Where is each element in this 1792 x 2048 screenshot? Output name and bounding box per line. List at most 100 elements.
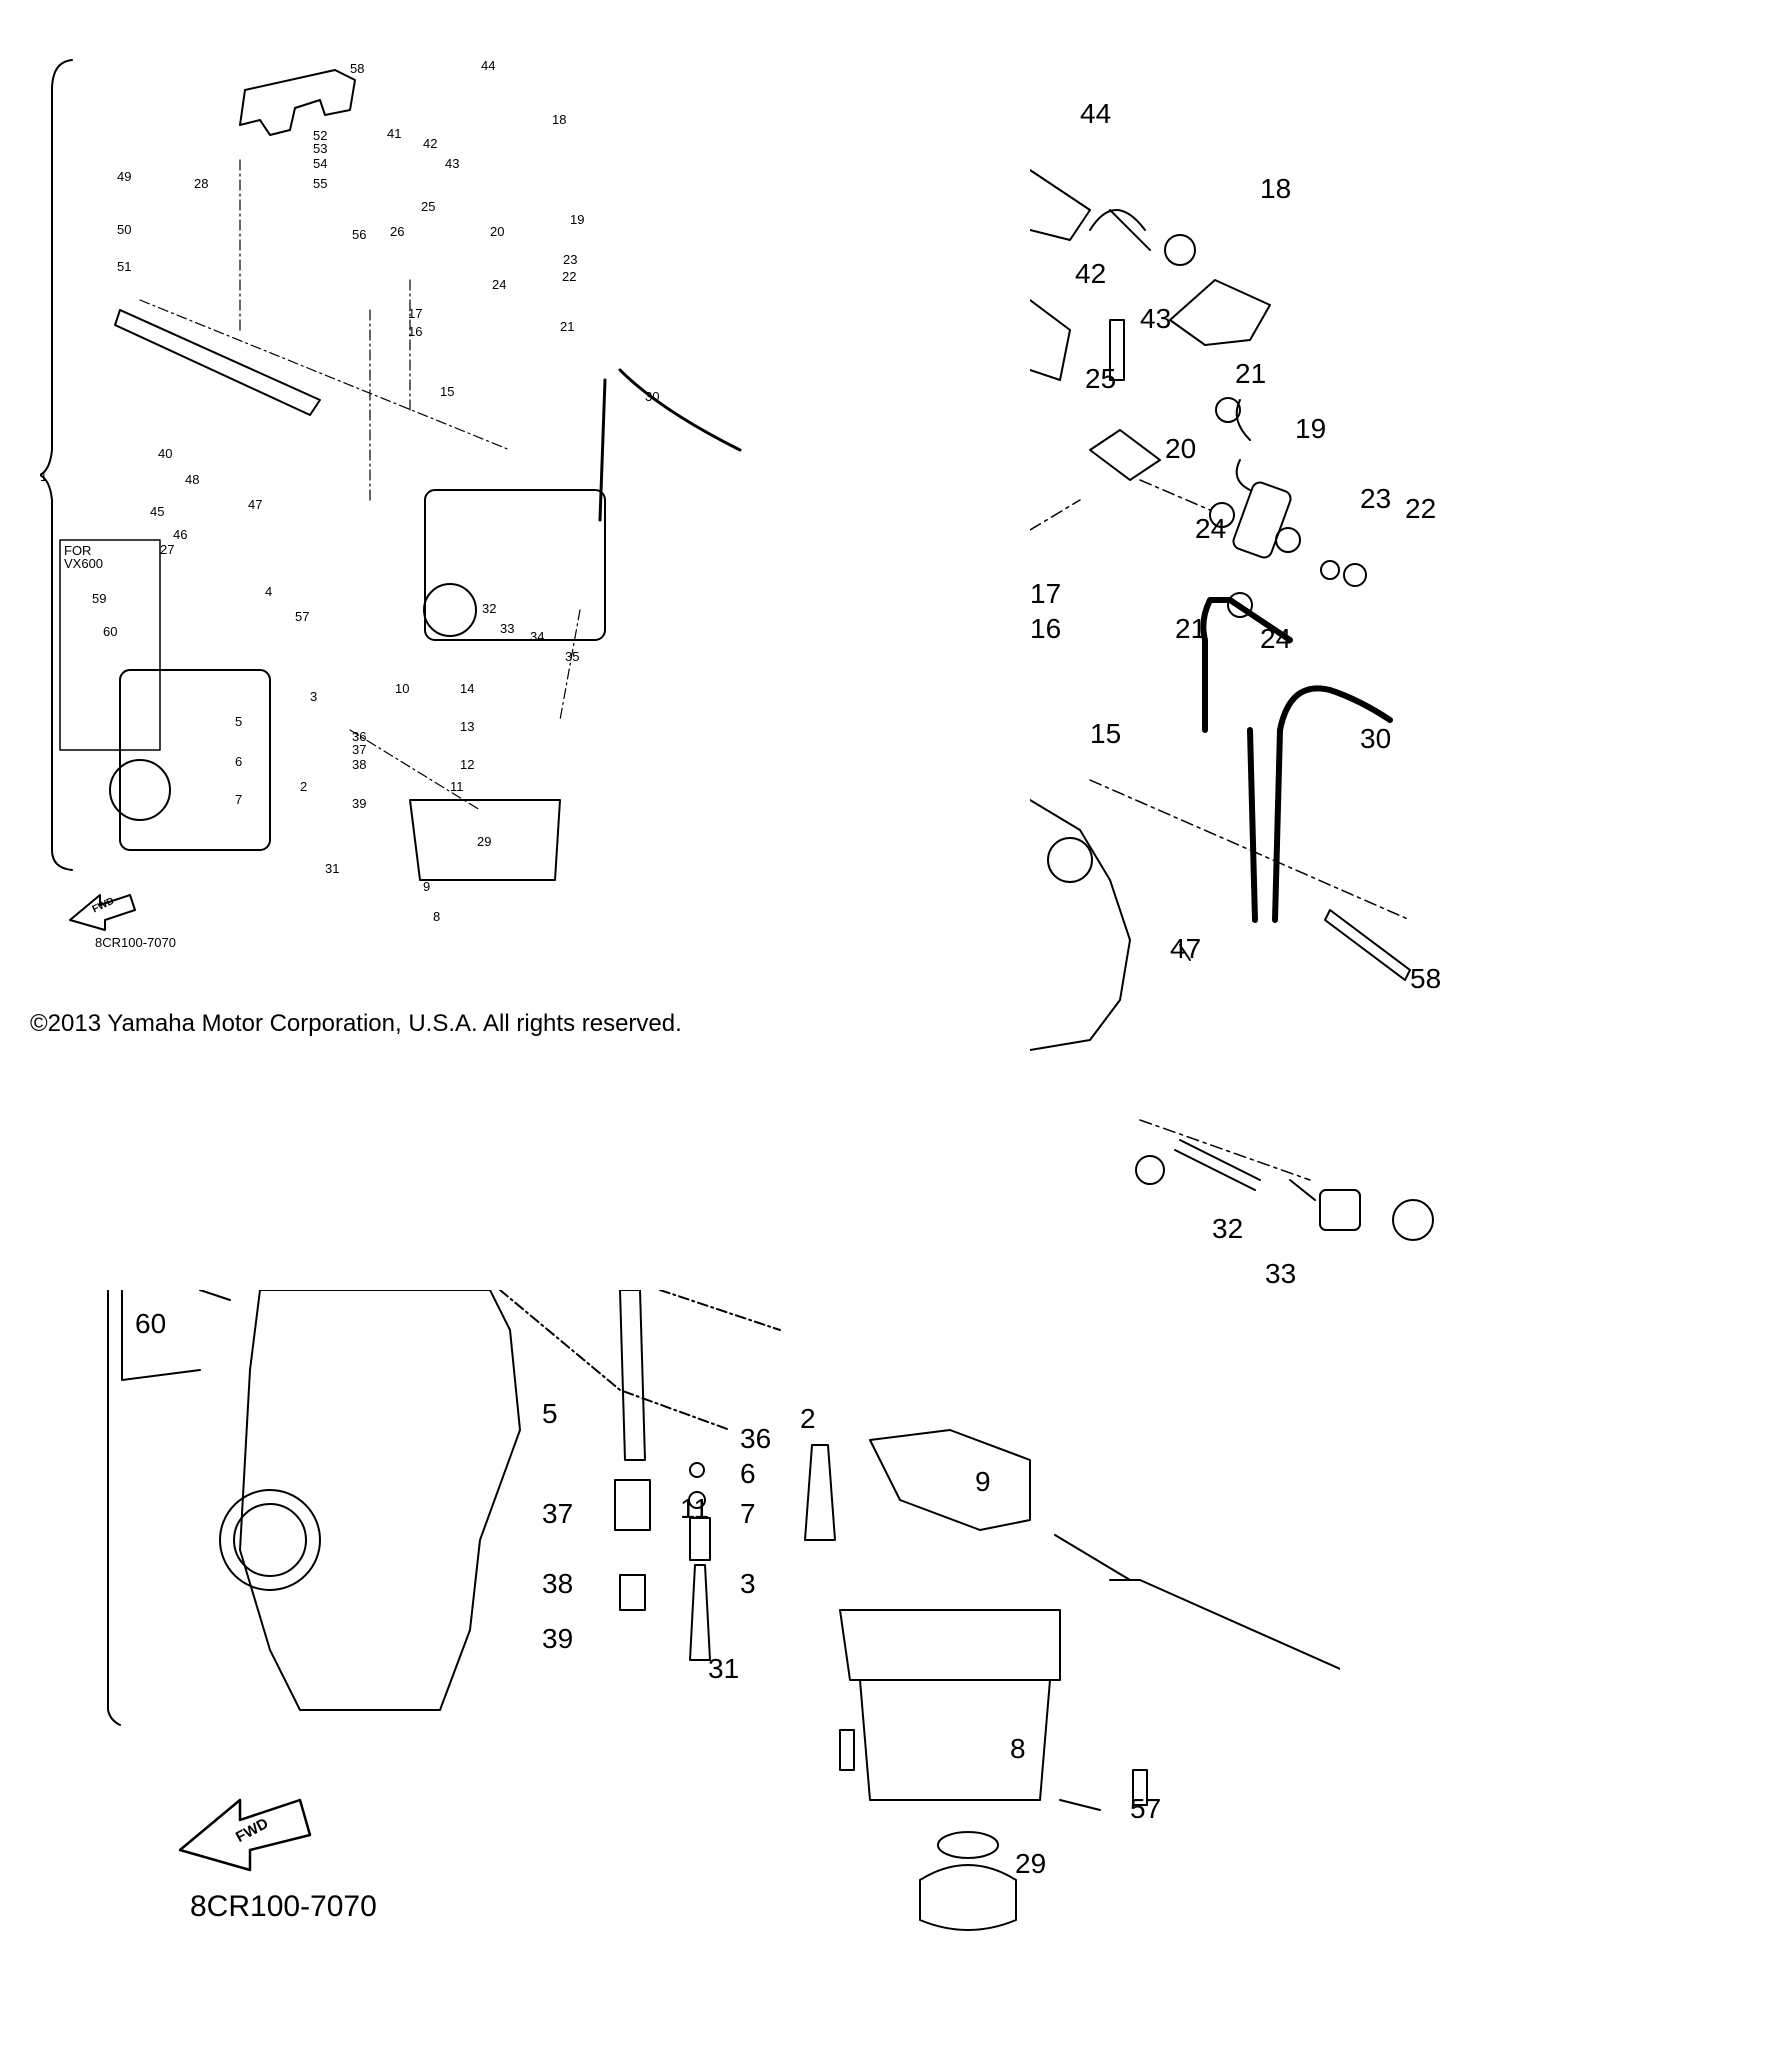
overview-callout-41-label: 41 bbox=[387, 126, 402, 141]
detail-bottom-callout-7-label: 7 bbox=[740, 1498, 756, 1529]
detail-right-callout-22-label: 22 bbox=[1405, 493, 1437, 524]
overview-callout-53-label: 53 bbox=[313, 141, 328, 156]
overview-callout-43-label: 43 bbox=[445, 156, 460, 171]
detail-bottom-callout-37-label: 37 bbox=[542, 1498, 574, 1529]
overview-callout-47-label: 47 bbox=[248, 497, 263, 512]
hose-part bbox=[598, 368, 742, 522]
overview-callout-2-label: 2 bbox=[300, 779, 308, 794]
hose-30-part bbox=[1200, 597, 1393, 733]
detail-bottom-callout-8-label: 8 bbox=[1010, 1733, 1026, 1764]
overview-callout-40-label: 40 bbox=[158, 446, 173, 461]
overview-callout-4-label: 4 bbox=[265, 584, 273, 599]
overview-callout-54-label: 54 bbox=[313, 156, 328, 171]
detail-right-callout-58-label: 58 bbox=[1410, 963, 1442, 994]
overview-callout-55-label: 55 bbox=[313, 176, 328, 191]
detail-bottom-callout-39-label: 39 bbox=[542, 1623, 574, 1654]
detail-bottom-callout-6-label: 6 bbox=[740, 1458, 756, 1489]
overview-callout-30-label: 30 bbox=[645, 389, 660, 404]
for-text: FOR bbox=[64, 543, 92, 558]
carburetor-body-main bbox=[424, 489, 606, 641]
plug-47-part bbox=[1179, 944, 1191, 961]
stay-part bbox=[1109, 1579, 1340, 1670]
o-ring-9-part bbox=[937, 1831, 999, 1859]
overview-callout-27-label: 27 bbox=[160, 542, 175, 557]
detail-bottom-callout-3-label: 3 bbox=[740, 1568, 756, 1599]
screw-42-part bbox=[1089, 209, 1151, 251]
detail-right-callout-23-label: 23 bbox=[1360, 483, 1392, 514]
pin-12-part bbox=[1054, 1534, 1131, 1581]
detail-bottom-callout-9-label: 9 bbox=[975, 1466, 991, 1497]
overview-callout-10-label: 10 bbox=[395, 681, 410, 696]
overview-callout-59-label: 59 bbox=[92, 591, 107, 606]
detail-right-callout-42-label: 42 bbox=[1075, 258, 1107, 289]
overview-callout-51-label: 51 bbox=[117, 259, 132, 274]
overview-callout-36-label: 36 bbox=[352, 729, 367, 744]
overview-callout-31-label: 31 bbox=[325, 861, 340, 876]
detail-bottom-callout-5-label: 5 bbox=[542, 1398, 558, 1429]
overview-callout-32-label: 32 bbox=[482, 601, 497, 616]
detail-right-callout-20-label: 20 bbox=[1165, 433, 1197, 464]
washer-43-part bbox=[1164, 234, 1196, 266]
detail-right-callout-25-label: 25 bbox=[1085, 363, 1117, 394]
carburetor-body-left bbox=[119, 669, 271, 851]
overview-callout-16-label: 16 bbox=[408, 324, 423, 339]
vx600-text: VX600 bbox=[64, 556, 104, 571]
screw-31-part bbox=[839, 1729, 855, 1771]
overview-callout-44-label: 44 bbox=[481, 58, 496, 73]
overview-callout-12-label: 12 bbox=[460, 757, 475, 772]
screw-57-part bbox=[1132, 1769, 1148, 1806]
detail-bottom-callout-31-label: 31 bbox=[708, 1653, 740, 1684]
detail-right-callout-43-label: 43 bbox=[1140, 303, 1172, 334]
overview-callout-15-label: 15 bbox=[440, 384, 455, 399]
overview-callout-56-label: 56 bbox=[352, 227, 367, 242]
fwd-arrow-icon bbox=[69, 894, 136, 931]
overview-callout-3-label: 3 bbox=[310, 689, 318, 704]
screw-34-part bbox=[1319, 1189, 1361, 1231]
overview-callout-6-label: 6 bbox=[235, 754, 243, 769]
overview-callout-29-label: 29 bbox=[477, 834, 492, 849]
detail-bottom-callout-29-label: 29 bbox=[1015, 1848, 1047, 1879]
overview-callout-8-label: 8 bbox=[433, 909, 441, 924]
detail-right-callout-15-label: 15 bbox=[1090, 718, 1122, 749]
detail-right-callout-21-label: 21 bbox=[1235, 358, 1267, 389]
assembly-brace bbox=[40, 59, 73, 871]
pilot-screw-39-part bbox=[689, 1564, 711, 1661]
overview-callout-21-label: 21 bbox=[560, 319, 575, 334]
overview-callout-48-label: 48 bbox=[185, 472, 200, 487]
rod-part bbox=[114, 309, 321, 416]
detail-right-callout-30-label: 30 bbox=[1360, 723, 1392, 754]
float-bowl-part bbox=[409, 799, 561, 881]
valve-3-part bbox=[804, 1444, 836, 1541]
detail-right-callout-44-label: 44 bbox=[1080, 98, 1112, 129]
vx600-box bbox=[59, 539, 161, 751]
carburetor-body-part bbox=[239, 1290, 521, 1711]
overview-callout-38-label: 38 bbox=[352, 757, 367, 772]
cap-35-part bbox=[1392, 1199, 1434, 1241]
detail-right-drawing bbox=[1030, 169, 1434, 1241]
overview-callout-37-label: 37 bbox=[352, 742, 367, 757]
detail-bottom-callout-11-label: 11 bbox=[680, 1493, 710, 1524]
overview-callout-50-label: 50 bbox=[117, 222, 132, 237]
overview-callout-13-label: 13 bbox=[460, 719, 475, 734]
overview-callout-46-label: 46 bbox=[173, 527, 188, 542]
lever-18-part bbox=[1169, 279, 1271, 346]
detail-bottom-callout-38-label: 38 bbox=[542, 1568, 574, 1599]
overview-drawing bbox=[40, 59, 742, 931]
overview-callout-35-label: 35 bbox=[565, 649, 580, 664]
overview-callout-19-label: 19 bbox=[570, 212, 585, 227]
detail-right-callout-17-label: 17 bbox=[1030, 578, 1062, 609]
block-19-part bbox=[1232, 481, 1292, 559]
tie-58-part bbox=[1324, 909, 1411, 981]
top-bracket-part bbox=[239, 69, 356, 136]
overview-callout-18-label: 18 bbox=[552, 112, 567, 127]
detail-right-callout-19-label: 19 bbox=[1295, 413, 1327, 444]
overview-callout-20-label: 20 bbox=[490, 224, 505, 239]
overview-callout-39-label: 39 bbox=[352, 796, 367, 811]
overview-callout-5-label: 5 bbox=[235, 714, 243, 729]
overview-callout-25-label: 25 bbox=[421, 199, 436, 214]
overview-callout-7-label: 7 bbox=[235, 792, 243, 807]
needle-32-part bbox=[1174, 1139, 1261, 1191]
overview-callout-11-label: 11 bbox=[450, 779, 464, 794]
